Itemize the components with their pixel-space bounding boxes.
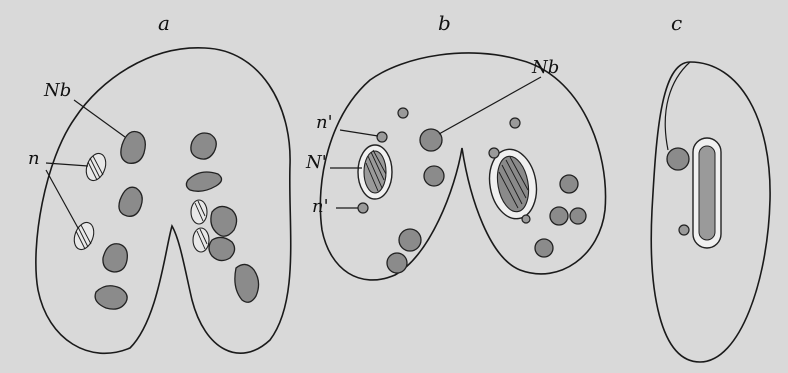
small-granule-c bbox=[679, 225, 689, 235]
micronucleus-a4 bbox=[193, 228, 209, 252]
label-b-nb: Nb bbox=[531, 57, 559, 78]
nb-fragment-a3 bbox=[103, 244, 127, 272]
nb-fragment-a2 bbox=[119, 187, 142, 216]
leader-b-nb bbox=[439, 77, 541, 134]
nb-sphere-b5 bbox=[560, 175, 578, 193]
label-b-Nprime: N' bbox=[305, 152, 327, 173]
nb-fragment-a5 bbox=[191, 133, 216, 159]
nb-sphere-c bbox=[667, 148, 689, 170]
nb-sphere-b2 bbox=[424, 166, 444, 186]
small-granule-b6 bbox=[522, 215, 530, 223]
leader-a-nb bbox=[74, 100, 125, 137]
nb-sphere-b4 bbox=[387, 253, 407, 273]
nb-sphere-b6 bbox=[550, 207, 568, 225]
small-granule-b1 bbox=[398, 108, 408, 118]
panel-label-a: a bbox=[158, 11, 170, 35]
nb-fragment-a9 bbox=[235, 264, 259, 302]
small-granule-b4 bbox=[510, 118, 520, 128]
cell-outline-a bbox=[36, 48, 291, 353]
label-a-nb: Nb bbox=[43, 80, 71, 101]
label-a-n: n bbox=[28, 148, 40, 169]
nb-fragment-a7 bbox=[211, 206, 237, 236]
n-prime-nucleus-b1 bbox=[358, 145, 392, 199]
label-b-nprime-bottom: n' bbox=[312, 196, 329, 217]
nb-sphere-b7 bbox=[570, 208, 586, 224]
panel-label-b: b bbox=[438, 11, 451, 35]
macronucleus-c bbox=[693, 138, 721, 248]
small-granule-b3 bbox=[358, 203, 368, 213]
small-granule-b5 bbox=[489, 148, 499, 158]
nb-fragment-a6 bbox=[186, 172, 221, 191]
label-b-nprime-top: n' bbox=[316, 112, 333, 133]
leader-a-n2 bbox=[46, 170, 78, 228]
micronucleus-a1 bbox=[83, 151, 109, 183]
cell-c-ridge bbox=[665, 62, 690, 150]
nb-sphere-b3 bbox=[399, 229, 421, 251]
small-granule-b2 bbox=[377, 132, 387, 142]
nb-fragment-a4 bbox=[95, 286, 127, 309]
micronucleus-a3 bbox=[191, 200, 207, 224]
panel-label-c: c bbox=[671, 11, 682, 35]
nb-sphere-b1 bbox=[420, 129, 442, 151]
micronucleus-a2 bbox=[71, 220, 97, 252]
nb-fragment-a8 bbox=[209, 237, 235, 260]
nb-sphere-b8 bbox=[535, 239, 553, 257]
leader-b-nprime-top bbox=[340, 130, 378, 136]
